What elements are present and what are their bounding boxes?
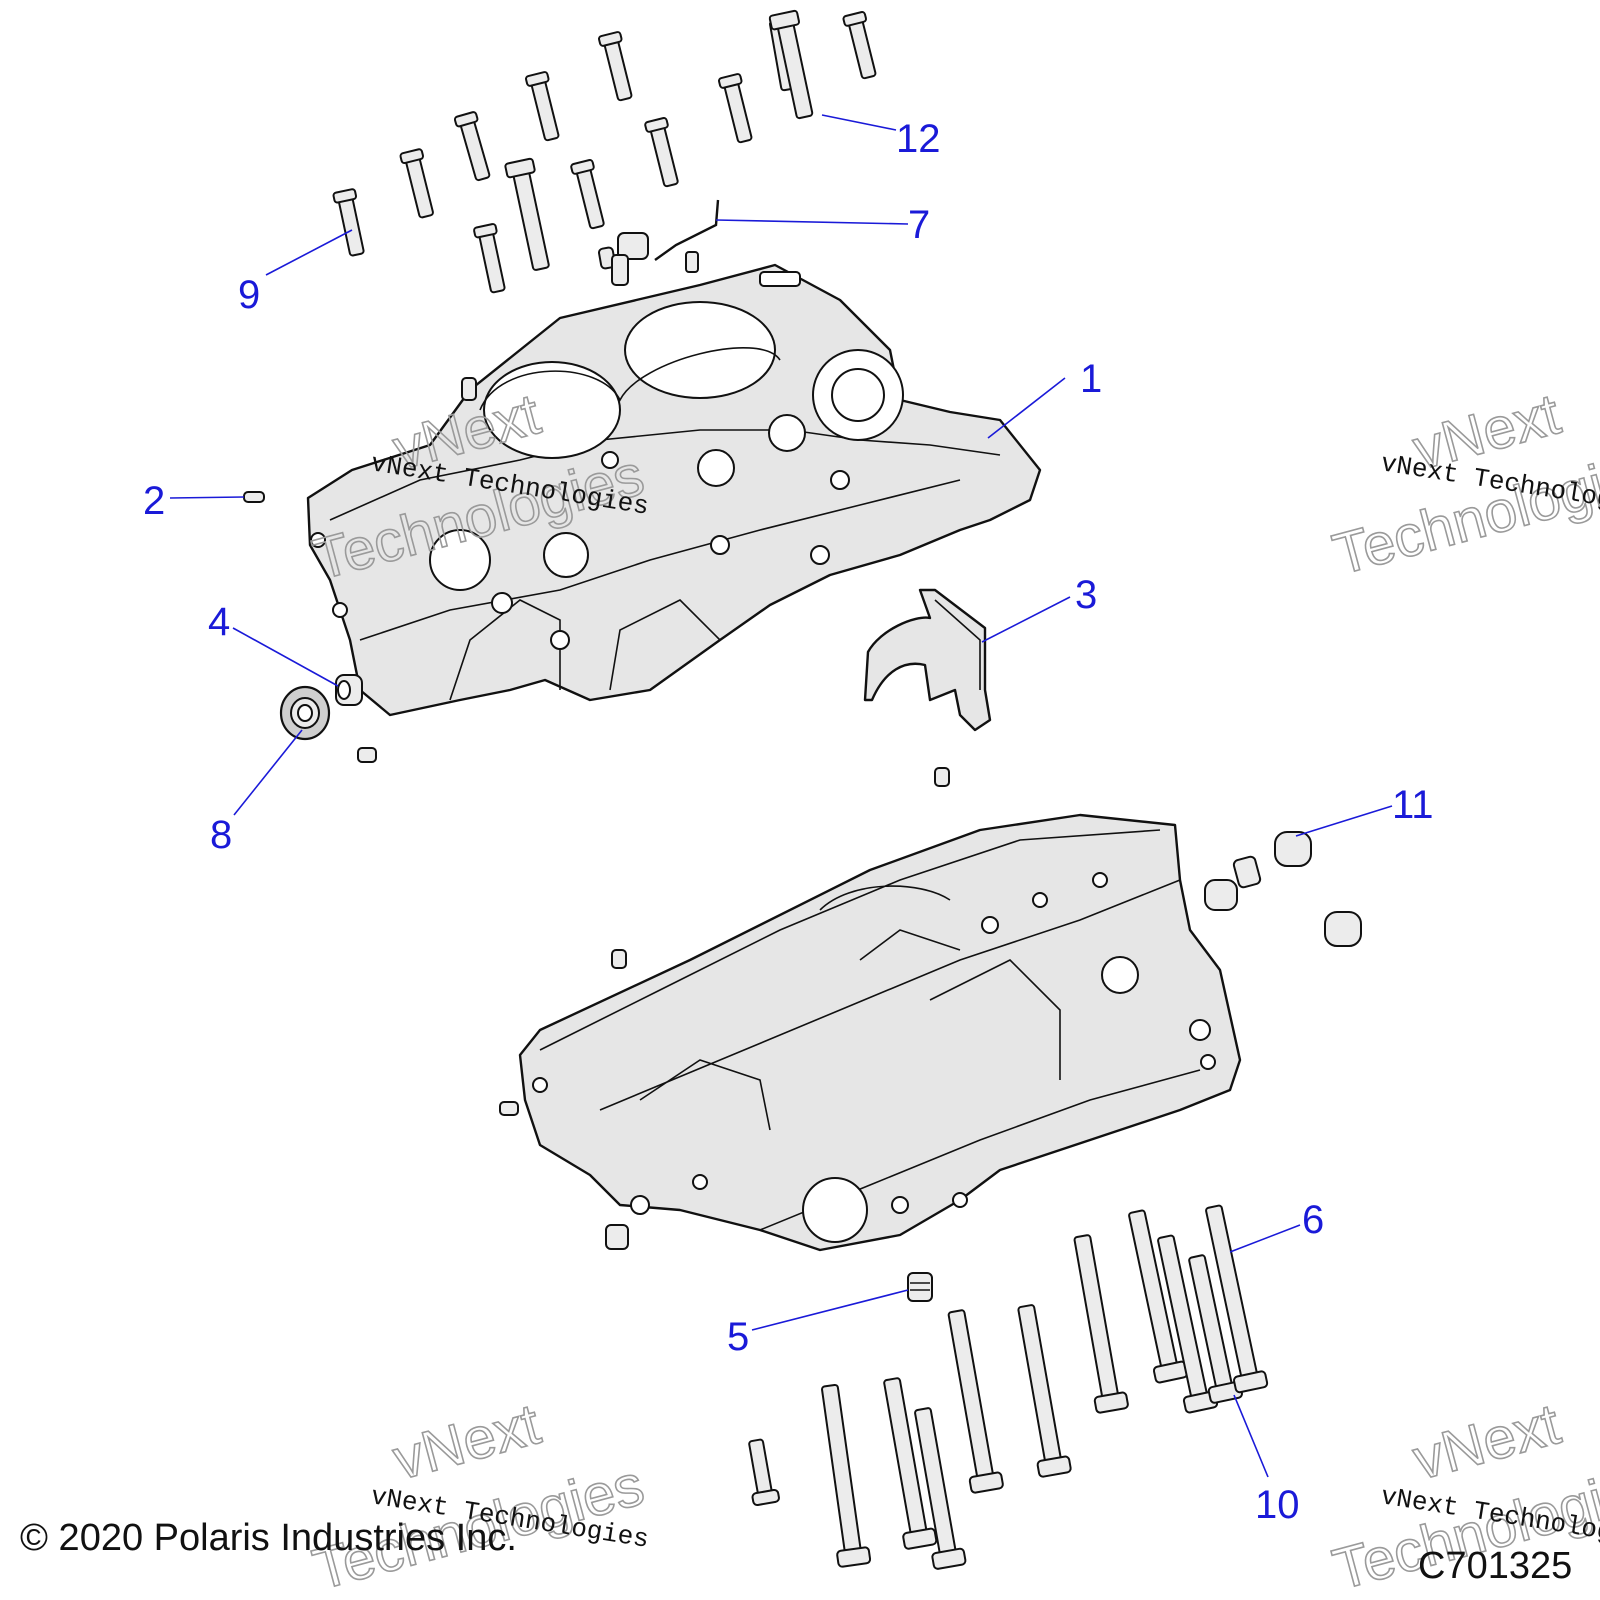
- leader-9: [265, 229, 353, 276]
- leader-12: [821, 114, 897, 131]
- leader-8: [233, 729, 303, 816]
- callout-5: 5: [727, 1315, 749, 1359]
- callout-9: 9: [238, 273, 260, 317]
- leader-3: [981, 596, 1071, 643]
- leader-10: [1233, 1394, 1269, 1478]
- lower-crankcase: [357, 747, 1242, 1252]
- callout-6: 6: [1302, 1198, 1324, 1242]
- callout-10: 10: [1255, 1483, 1300, 1527]
- dowel-pin-2: [243, 491, 265, 503]
- leader-11: [1295, 805, 1393, 837]
- callout-3: 3: [1075, 573, 1097, 617]
- callout-1: 1: [1080, 357, 1102, 401]
- leader-4: [232, 627, 339, 687]
- plug-5: [907, 1272, 933, 1302]
- watermark-big-top: vNext: [1407, 1391, 1567, 1492]
- callouts: 1 2 3 4 5 6 7 8 9 10 11 12: [143, 117, 1434, 1527]
- callout-11: 11: [1392, 783, 1434, 827]
- leader-lines: [169, 114, 1393, 1478]
- upper-bolts: [332, 9, 877, 294]
- leader-6: [1229, 1224, 1301, 1253]
- bushing-4: [335, 674, 363, 706]
- copyright-text: © 2020 Polaris Industries Inc.: [20, 1517, 517, 1559]
- callout-8: 8: [210, 813, 232, 857]
- seal-8: [279, 685, 331, 741]
- leader-5: [751, 1289, 909, 1331]
- leader-2: [169, 496, 245, 499]
- plugs-11: [1204, 831, 1362, 947]
- lower-bolts: [748, 1204, 1269, 1570]
- leader-1: [987, 377, 1066, 439]
- upper-crankcase: [306, 246, 1042, 717]
- callout-12: 12: [896, 117, 941, 161]
- callout-7: 7: [908, 203, 930, 247]
- bearing-cap-3: [863, 588, 992, 732]
- oil-jet-7: [611, 199, 720, 286]
- watermark-big-top: vNext: [387, 1391, 547, 1492]
- callout-4: 4: [208, 600, 230, 644]
- figure-id: C701325: [1418, 1545, 1572, 1587]
- callout-2: 2: [143, 479, 165, 523]
- leader-7: [715, 219, 909, 225]
